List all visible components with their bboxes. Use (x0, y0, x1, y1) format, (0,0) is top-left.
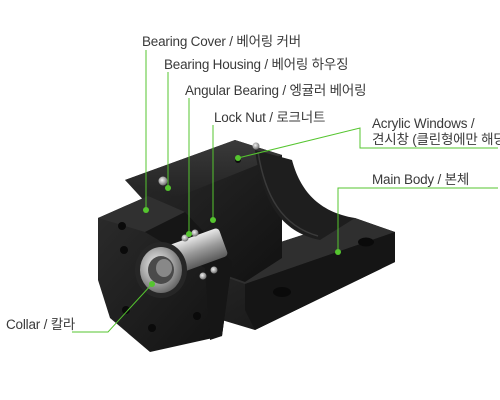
ball-icon (210, 266, 218, 274)
bolt-hole-icon (120, 246, 128, 254)
leader-lines (72, 50, 498, 333)
bearing-housing-part (125, 140, 355, 282)
screw-head-icon (252, 142, 260, 150)
mounting-hole-icon (358, 237, 374, 247)
bolt-hole-icon (122, 306, 130, 314)
angular-bearing-part (135, 228, 228, 298)
ball-icon (199, 272, 207, 280)
label-main-body: Main Body / 본체 (372, 172, 470, 187)
ball-icon (191, 229, 199, 237)
label-angular-bearing: Angular Bearing / 엥귤러 베어링 (185, 83, 367, 98)
leader-dot-icon (235, 155, 241, 161)
leader-dot-icon (186, 231, 192, 237)
label-collar: Collar / 칼라 (6, 317, 76, 332)
ball-icon (181, 234, 189, 242)
bolt-hole-icon (148, 324, 156, 332)
leader-dot-icon (335, 249, 341, 255)
leader-main-body (337, 187, 498, 250)
label-acrylic-windows-line2: 견시창 (클린형에만 해당) (372, 132, 500, 147)
leader-dot-icon (165, 185, 171, 191)
mounting-hole-icon (273, 287, 291, 297)
label-lock-nut: Lock Nut / 로크너트 (214, 110, 326, 125)
leader-dot-icon (210, 217, 216, 223)
leader-dot-icon (149, 281, 155, 287)
label-bearing-cover: Bearing Cover / 베어링 커버 (142, 34, 301, 49)
leader-dot-icon (143, 207, 149, 213)
bolt-hole-icon (193, 312, 201, 320)
grease-nipple-icon (158, 176, 168, 186)
label-acrylic-windows-line1: Acrylic Windows / (372, 116, 475, 131)
label-bearing-housing: Bearing Housing / 베어링 하우징 (164, 57, 349, 72)
leader-acrylic-windows (237, 127, 498, 159)
bolt-hole-icon (118, 222, 126, 230)
leader-collar (72, 283, 153, 333)
leader-endpoints (143, 155, 341, 287)
